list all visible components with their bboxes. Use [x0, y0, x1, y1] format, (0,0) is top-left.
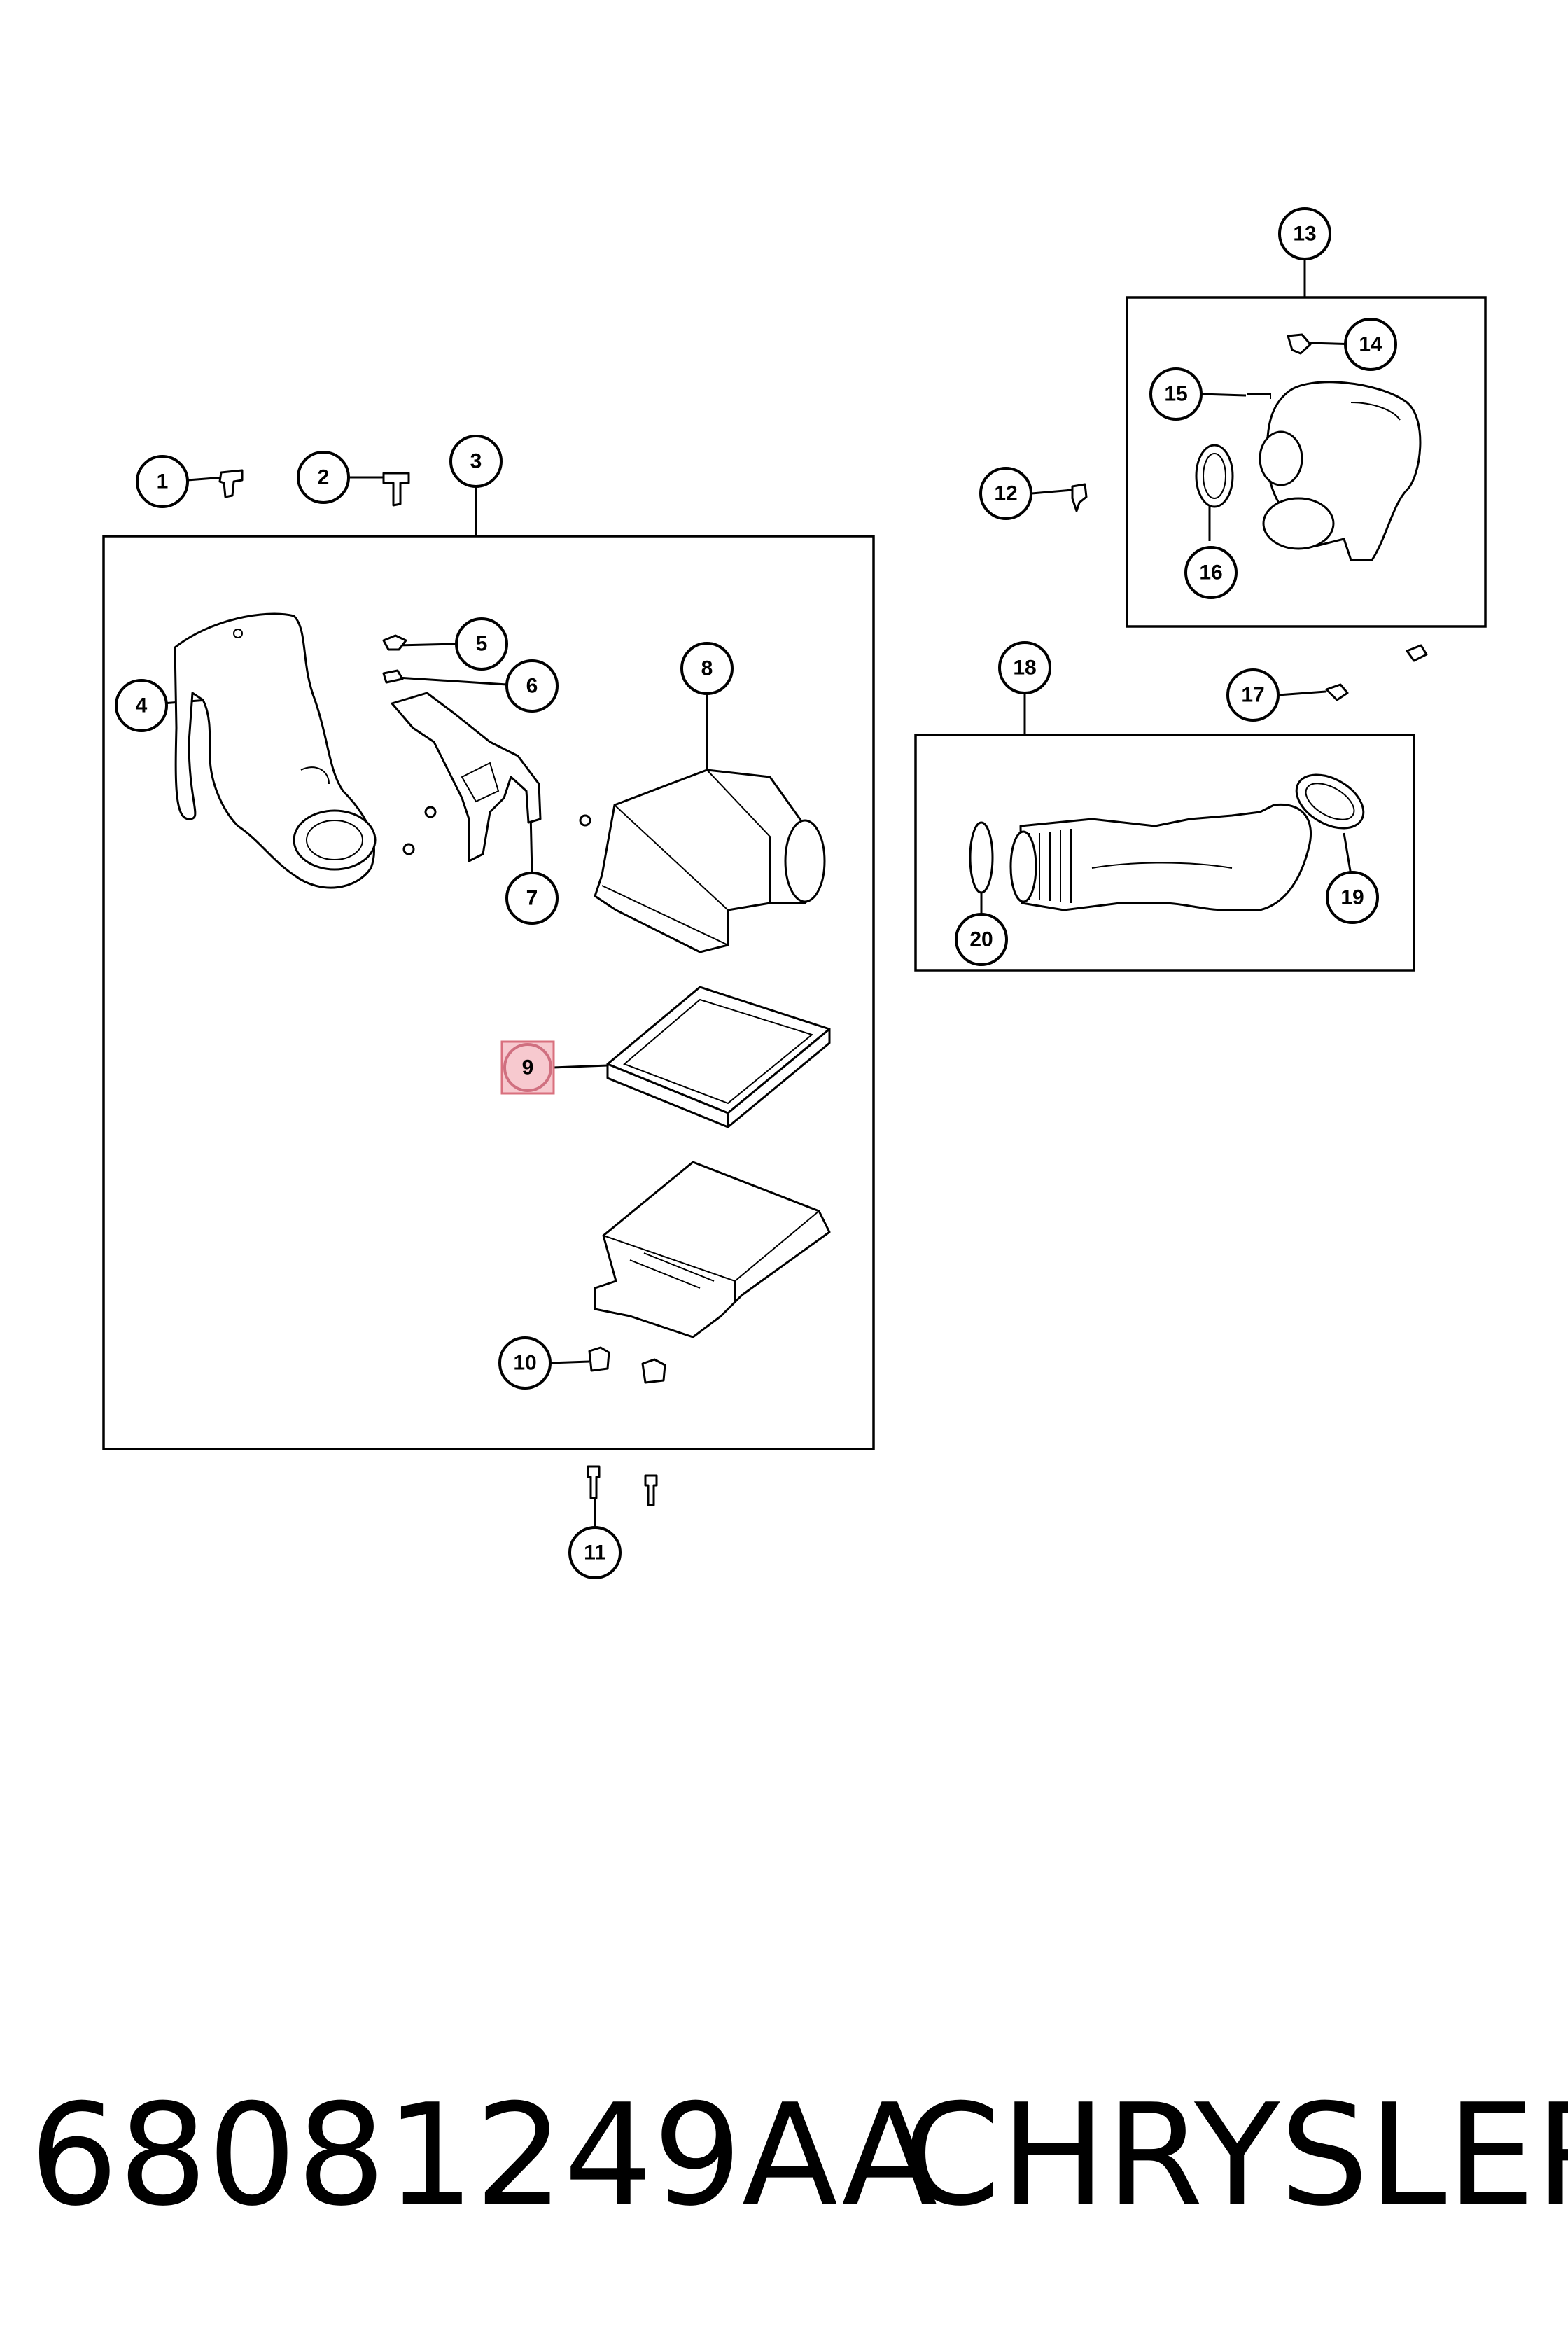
callout-4[interactable]: 4 — [115, 679, 168, 732]
svg-text:7: 7 — [526, 887, 538, 910]
svg-text:2: 2 — [318, 466, 330, 489]
callout-5[interactable]: 5 — [455, 617, 508, 671]
clamp-20 — [969, 821, 994, 894]
svg-text:18: 18 — [1013, 657, 1036, 680]
svg-text:6: 6 — [526, 675, 538, 698]
callout-11[interactable]: 11 — [568, 1526, 622, 1579]
svg-text:3: 3 — [470, 450, 482, 473]
svg-text:14: 14 — [1359, 333, 1382, 356]
callout-17[interactable]: 17 — [1226, 668, 1280, 722]
svg-text:16: 16 — [1199, 561, 1222, 584]
callout-8[interactable]: 8 — [680, 642, 734, 695]
clip-14 — [1287, 333, 1312, 355]
callout-1[interactable]: 1 — [136, 455, 189, 508]
callout-7[interactable]: 7 — [505, 872, 559, 925]
clamp-19 — [1295, 774, 1365, 830]
callout-3[interactable]: 3 — [449, 435, 503, 488]
svg-text:12: 12 — [994, 482, 1017, 505]
callout-2[interactable]: 2 — [297, 451, 350, 504]
svg-text:9: 9 — [522, 1056, 534, 1079]
svg-text:11: 11 — [584, 1541, 606, 1564]
bolt-2 — [382, 472, 410, 507]
callout-15[interactable]: 15 — [1149, 368, 1203, 421]
svg-text:17: 17 — [1241, 684, 1264, 707]
svg-text:20: 20 — [969, 928, 993, 951]
screws-11 — [587, 1465, 658, 1506]
fastener-1 — [218, 469, 244, 498]
svg-text:8: 8 — [701, 657, 713, 680]
resonator-13 — [1259, 381, 1422, 561]
svg-text:13: 13 — [1293, 223, 1316, 246]
fastener-12 — [1071, 483, 1088, 512]
clip-5 — [382, 634, 407, 651]
callout-10[interactable]: 10 — [498, 1336, 552, 1390]
callout-6[interactable]: 6 — [505, 659, 559, 713]
svg-text:5: 5 — [476, 633, 488, 656]
seal-16 — [1195, 444, 1234, 508]
air-box-lower-10 — [588, 1161, 831, 1384]
svg-text:4: 4 — [136, 694, 148, 718]
callout-18[interactable]: 18 — [998, 641, 1051, 694]
svg-text:10: 10 — [513, 1352, 536, 1375]
clip-6 — [382, 669, 404, 684]
callout-12[interactable]: 12 — [979, 467, 1032, 520]
part-number: 68081249AA — [29, 2074, 938, 2237]
air-box-cover-8 — [594, 734, 826, 953]
group-box-3 — [102, 535, 875, 1450]
svg-text:1: 1 — [157, 470, 169, 493]
svg-text:19: 19 — [1340, 886, 1364, 909]
callout-14[interactable]: 14 — [1344, 318, 1397, 371]
brand-name: CHRYSLER — [903, 2074, 1568, 2237]
inlet-hose-18 — [1009, 803, 1312, 911]
bolt-17 — [1325, 644, 1428, 701]
air-duct-4 — [174, 612, 377, 889]
svg-text:15: 15 — [1164, 383, 1187, 406]
leader-lines — [162, 259, 1359, 1527]
callout-16[interactable]: 16 — [1184, 546, 1238, 599]
callout-19[interactable]: 19 — [1326, 871, 1379, 924]
callout-13[interactable]: 13 — [1278, 207, 1331, 260]
clip-15 — [1247, 393, 1271, 399]
bracket-7 — [391, 692, 592, 862]
group-box-18 — [914, 734, 1415, 972]
air-filter-9 — [606, 986, 831, 1128]
callout-9[interactable]: 9 — [500, 1040, 555, 1095]
callout-20[interactable]: 20 — [955, 913, 1008, 966]
group-box-13 — [1126, 296, 1487, 628]
